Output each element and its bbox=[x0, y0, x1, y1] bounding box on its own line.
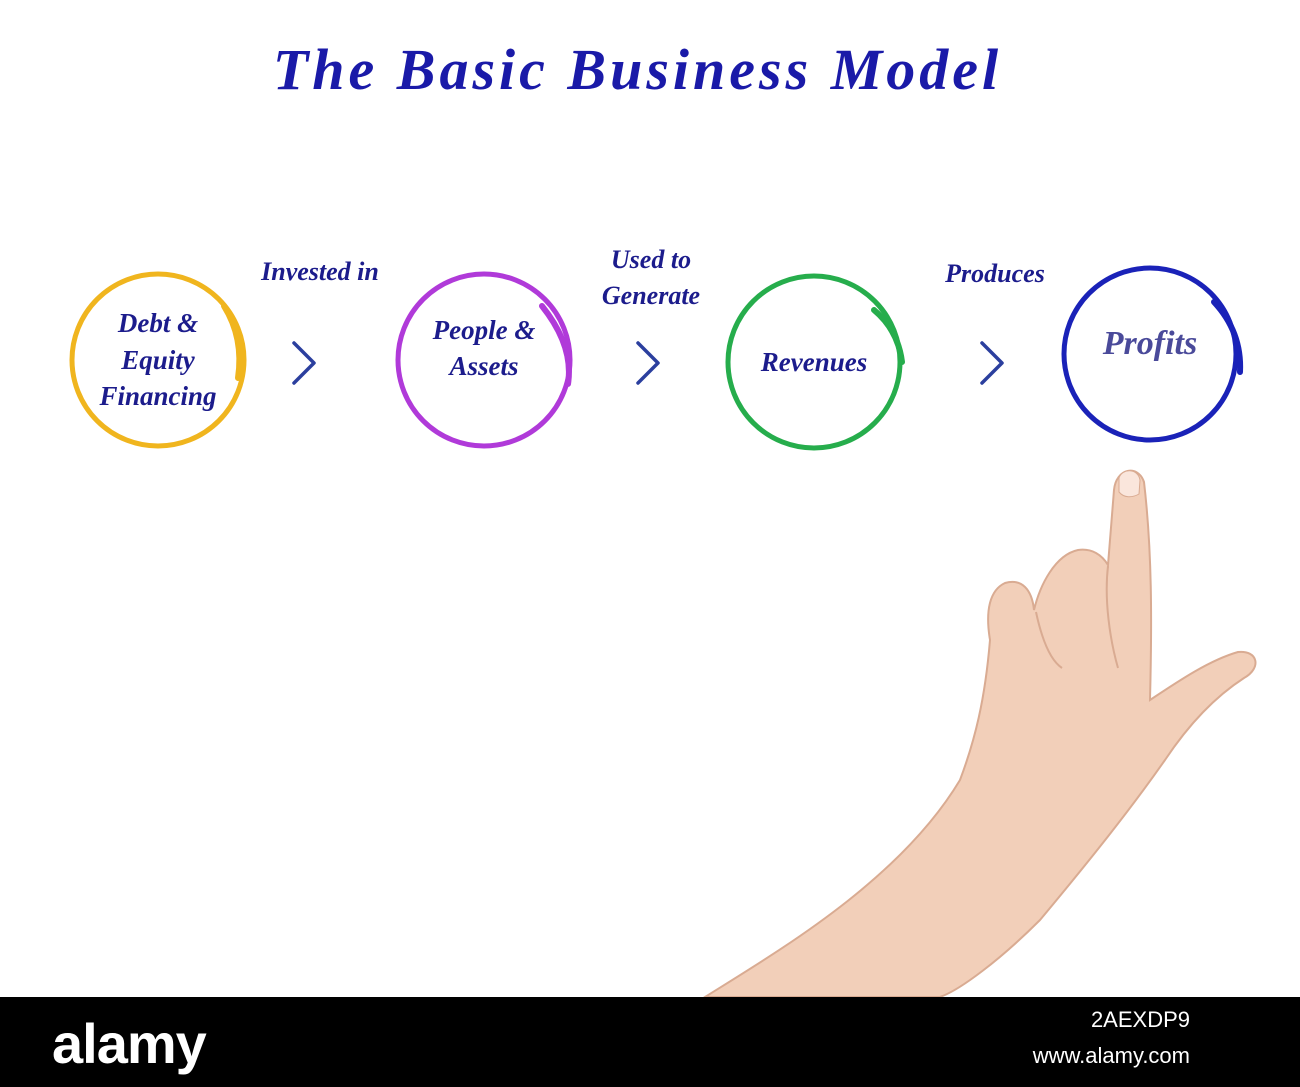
diagram-title: The Basic Business Model bbox=[272, 37, 1003, 102]
chevron-right-icon bbox=[636, 341, 660, 385]
node-label: Revenues bbox=[760, 346, 868, 377]
node-circle bbox=[69, 271, 247, 449]
node-profits: Profits bbox=[1058, 262, 1244, 446]
brand-logo: alamy bbox=[52, 1012, 207, 1075]
watermark-footer: alamy 2AEXDP9 www.alamy.com bbox=[0, 997, 1300, 1087]
site-url: www.alamy.com bbox=[1032, 1043, 1190, 1068]
node-label: People & Assets bbox=[432, 314, 536, 381]
connector-label: Invested in bbox=[261, 257, 379, 286]
connector-label: Produces bbox=[945, 259, 1045, 288]
chevron-right-icon bbox=[980, 341, 1004, 385]
node-debt-equity-financing: Debt & Equity Financing bbox=[66, 268, 250, 452]
image-id: 2AEXDP9 bbox=[1090, 1007, 1190, 1032]
diagram-canvas: The Basic Business Model Debt & Equity F… bbox=[66, 37, 1257, 997]
connector-label: Used to Generate bbox=[601, 245, 701, 310]
node-circle bbox=[395, 271, 573, 449]
node-label: Profits bbox=[1102, 325, 1198, 363]
chevron-right-icon bbox=[292, 341, 316, 385]
node-people-assets: People & Assets bbox=[392, 266, 576, 450]
node-label: Debt & Equity Financing bbox=[99, 308, 217, 412]
node-circle bbox=[725, 273, 905, 451]
pointing-hand-image bbox=[703, 469, 1257, 997]
node-circle bbox=[1061, 265, 1244, 443]
node-revenues: Revenues bbox=[722, 270, 906, 454]
